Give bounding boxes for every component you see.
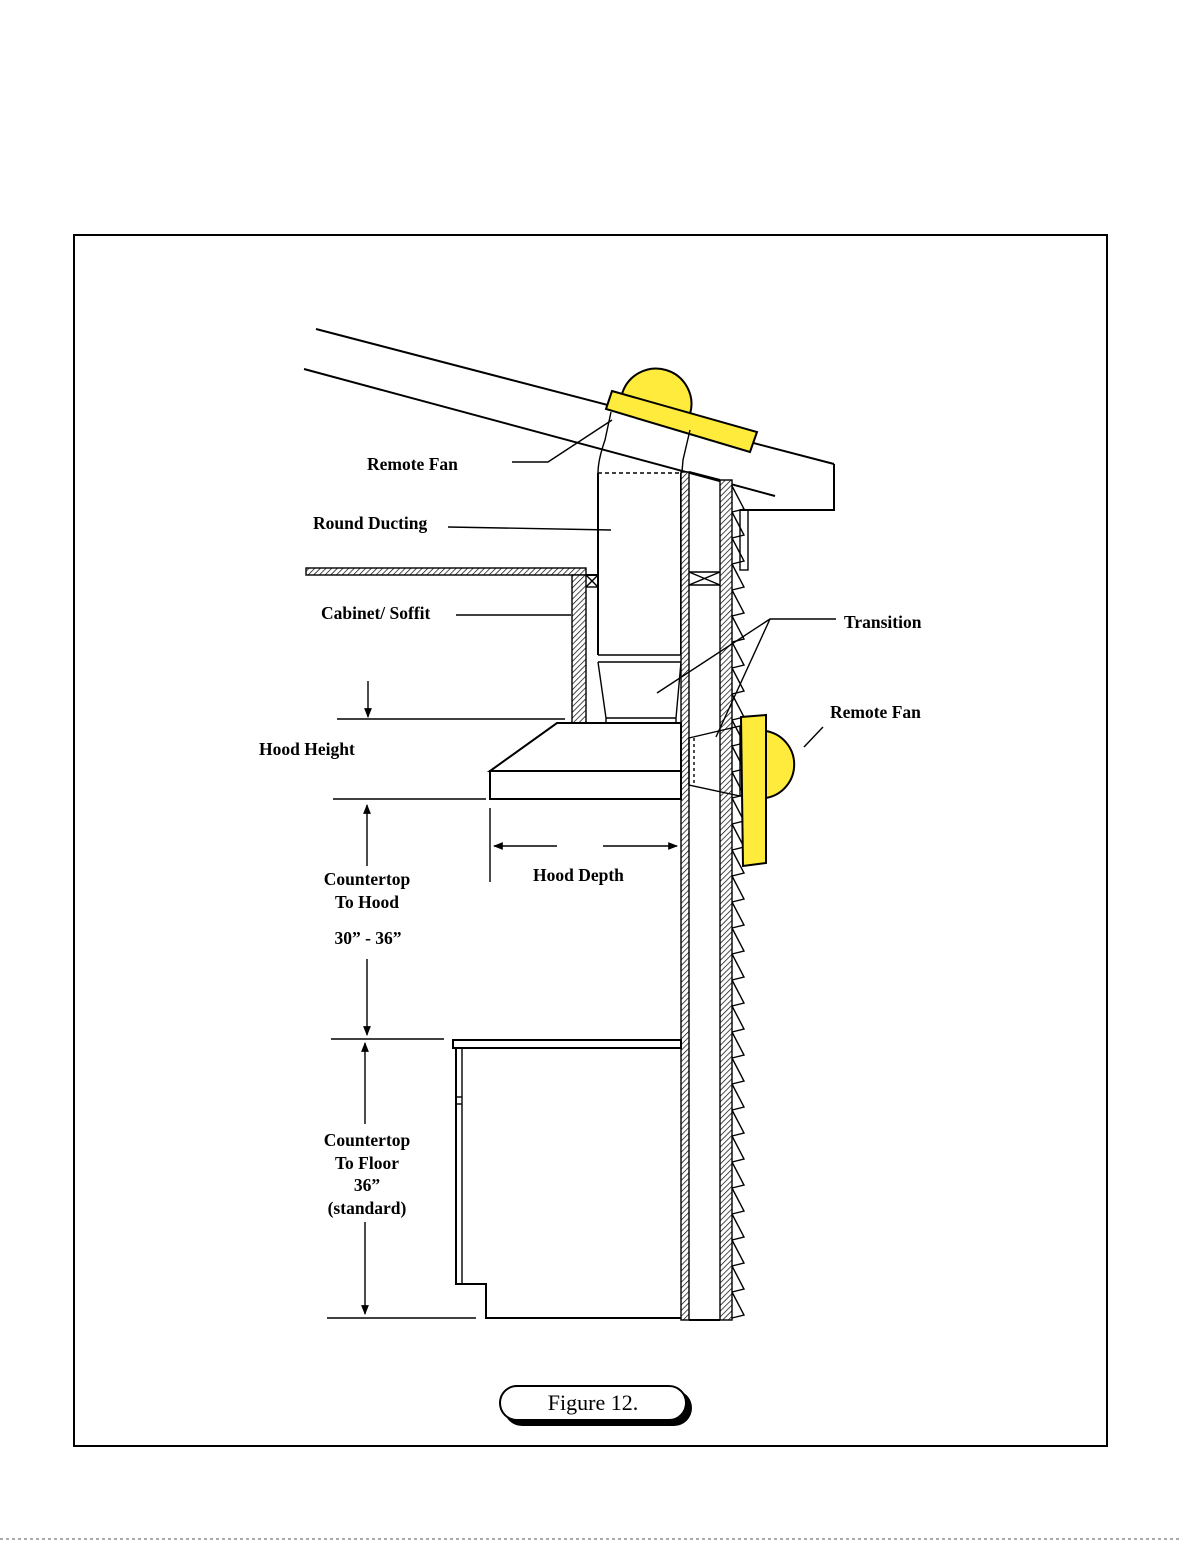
label-countertop-to-hood-line1: Countertop — [324, 869, 411, 889]
label-countertop-to-floor-line1: Countertop — [324, 1130, 411, 1150]
siding-board — [732, 980, 744, 1006]
label-countertop-to-hood-range: 30” - 36” — [334, 928, 401, 948]
wall-remote-fan-icon — [741, 715, 794, 866]
siding-board — [732, 1266, 744, 1292]
siding-board — [732, 1188, 744, 1214]
siding-board — [732, 486, 744, 512]
label-round-ducting: Round Ducting — [313, 513, 428, 533]
label-transition: Transition — [844, 612, 922, 632]
figure-caption: Figure 12. — [500, 1386, 692, 1426]
siding-board — [732, 1032, 744, 1058]
label-countertop-to-hood-line2: To Hood — [335, 892, 399, 912]
label-countertop-to-floor-value: 36” — [354, 1175, 380, 1195]
figure-frame — [74, 235, 1107, 1446]
siding-board — [732, 1110, 744, 1136]
exterior-wall — [689, 472, 732, 1320]
label-hood-height: Hood Height — [259, 739, 355, 759]
siding-board — [732, 564, 744, 590]
siding-board — [732, 876, 744, 902]
label-countertop-to-floor-note: (standard) — [328, 1198, 407, 1218]
range-hood — [490, 718, 681, 799]
siding-board — [732, 642, 744, 668]
siding-board — [732, 928, 744, 954]
label-cabinet-soffit: Cabinet/ Soffit — [321, 603, 431, 623]
siding-board — [732, 1136, 744, 1162]
siding-board — [732, 1292, 744, 1318]
siding-board — [732, 1084, 744, 1110]
roof — [304, 329, 834, 510]
siding-board — [732, 1214, 744, 1240]
label-remote-fan-wall: Remote Fan — [830, 702, 921, 722]
round-ducting — [598, 473, 681, 718]
siding-board — [732, 1240, 744, 1266]
label-countertop-to-floor-line2: To Floor — [335, 1153, 399, 1173]
caption-text: Figure 12. — [548, 1390, 638, 1415]
siding-board — [732, 512, 744, 538]
siding-board — [732, 1162, 744, 1188]
siding — [732, 486, 744, 1318]
interior-wall — [681, 472, 689, 1320]
siding-board — [732, 902, 744, 928]
dimension-lines — [327, 681, 677, 1318]
label-hood-depth: Hood Depth — [533, 865, 624, 885]
label-remote-fan-roof: Remote Fan — [367, 454, 458, 474]
siding-board — [732, 616, 744, 642]
roof-remote-fan-icon — [606, 369, 757, 452]
siding-board — [732, 590, 744, 616]
ceiling-soffit — [306, 568, 598, 723]
siding-board — [732, 1058, 744, 1084]
siding-board — [732, 538, 744, 564]
base-cabinet — [453, 1040, 681, 1318]
leader-lines — [448, 420, 836, 747]
siding-board — [732, 954, 744, 980]
siding-board — [732, 1006, 744, 1032]
